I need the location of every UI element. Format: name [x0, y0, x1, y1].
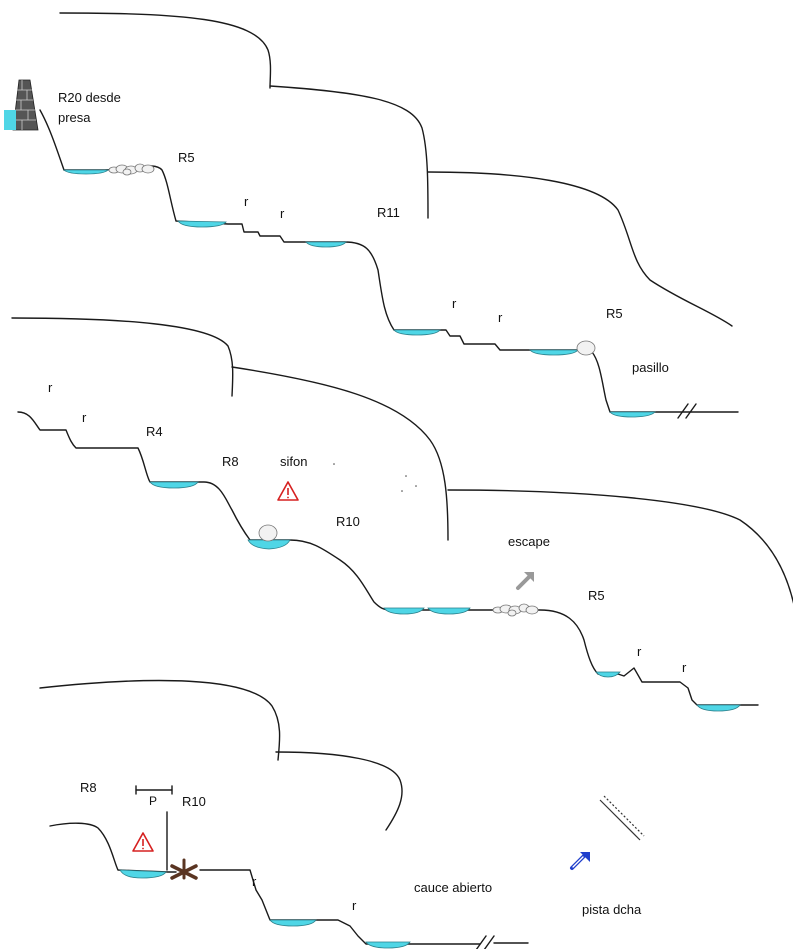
pool	[365, 941, 411, 949]
pista-label: pista dcha	[582, 902, 642, 917]
pool	[63, 169, 109, 175]
boulder-icon	[576, 340, 596, 356]
pool	[119, 869, 167, 879]
rappel-label: R4	[146, 424, 163, 439]
wall-outline-2c	[447, 489, 793, 604]
pitch-marker	[135, 785, 173, 795]
section-1-start-label: R20 desde	[58, 90, 121, 105]
pool	[149, 481, 199, 489]
cauce-label: cauce abierto	[414, 880, 492, 895]
section-1: R20 desde presa R5 r r R11 r r R5 pasill…	[4, 12, 739, 419]
end-break-icon	[677, 403, 697, 419]
sifon-label: sifon	[280, 454, 307, 469]
profile-section-2	[17, 411, 759, 706]
escape-arrow-icon	[516, 572, 534, 590]
wall-outline-2a	[11, 317, 234, 397]
road-icon	[599, 795, 645, 841]
access-arrow-icon	[570, 852, 590, 870]
pool	[427, 607, 471, 615]
rappel-label: r	[252, 874, 257, 889]
wall-outline-3b	[275, 751, 403, 831]
dot-mark	[333, 463, 335, 465]
pool	[595, 671, 621, 678]
rappel-label: R8	[222, 454, 239, 469]
rappel-label: R5	[606, 306, 623, 321]
rappel-label: r	[244, 194, 249, 209]
rappel-label: r	[48, 380, 53, 395]
end-break-icon	[475, 935, 495, 949]
rocks-icon	[108, 163, 155, 176]
pool	[177, 220, 227, 228]
rappel-label: r	[352, 898, 357, 913]
rocks-icon	[492, 603, 539, 617]
boulder-icon	[258, 524, 278, 542]
profile-section-1b	[591, 351, 739, 413]
pool	[247, 539, 291, 550]
section-2: r r R4 R8 sifon R10 escape R5 r r	[11, 317, 793, 712]
pool	[269, 919, 317, 927]
rappel-label: R10	[182, 794, 206, 809]
section-3: R8 P R10 r r cauce abierto pista dcha	[39, 679, 645, 949]
rappel-label: r	[280, 206, 285, 221]
pasillo-label: pasillo	[632, 360, 669, 375]
escape-label: escape	[508, 534, 550, 549]
pool	[383, 607, 425, 615]
dot-mark	[401, 490, 403, 492]
pool	[393, 329, 441, 336]
wall-outline-3a	[39, 679, 281, 761]
rappel-label: R5	[588, 588, 605, 603]
warning-icon	[277, 481, 299, 501]
wall-outline-1a	[59, 12, 272, 89]
rappel-label: R11	[377, 205, 400, 220]
rappel-label: r	[498, 310, 503, 325]
dot-mark	[405, 475, 407, 477]
wall-outline-1c	[427, 171, 733, 327]
rappel-label: r	[682, 660, 687, 675]
rappel-label: R8	[80, 780, 97, 795]
dot-mark	[415, 485, 417, 487]
profile-section-3a	[49, 822, 177, 873]
section-1-start-label-2: presa	[58, 110, 91, 125]
pitch-label: P	[149, 794, 157, 808]
pool	[609, 411, 656, 418]
rappel-label: r	[637, 644, 642, 659]
rappel-label: R5	[178, 150, 195, 165]
wall-outline-2b	[231, 366, 449, 541]
warning-icon	[132, 832, 154, 852]
rappel-label: R10	[336, 514, 360, 529]
blocked-icon	[170, 858, 198, 880]
pool	[696, 704, 741, 712]
rappel-label: r	[452, 296, 457, 311]
pool	[529, 349, 579, 356]
rappel-label: r	[82, 410, 87, 425]
pool	[305, 241, 347, 248]
dam-icon	[4, 79, 39, 131]
wall-outline-1b	[269, 85, 429, 219]
